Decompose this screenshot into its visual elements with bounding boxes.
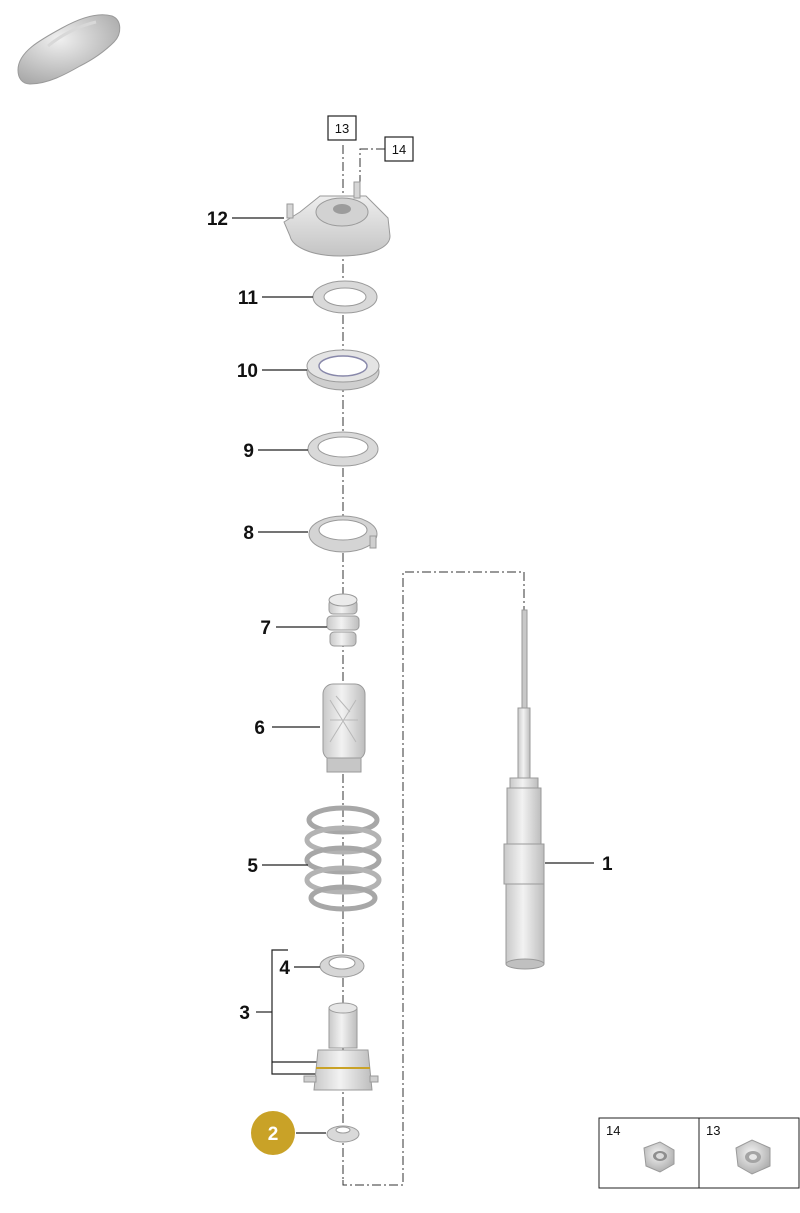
callout-3[interactable]: 3 — [239, 1003, 250, 1024]
bump-stop[interactable] — [326, 593, 360, 647]
callout-6[interactable]: 6 — [254, 718, 265, 739]
support-bearing[interactable] — [306, 349, 380, 391]
callout-2[interactable]: 2 — [251, 1111, 295, 1155]
nut-icon — [735, 1139, 771, 1175]
callout-7[interactable]: 7 — [260, 618, 271, 639]
callout-9[interactable]: 9 — [243, 441, 254, 462]
svg-text:2: 2 — [268, 1124, 279, 1145]
legend-label-14: 14 — [606, 1123, 620, 1138]
coil-spring[interactable] — [304, 805, 382, 912]
callout-4[interactable]: 4 — [279, 958, 290, 979]
callout-13[interactable]: 13 — [327, 115, 357, 141]
washer[interactable] — [312, 280, 378, 314]
car-silhouette-icon[interactable] — [17, 14, 121, 85]
link-14 — [359, 148, 385, 195]
spring-pad[interactable] — [308, 515, 378, 553]
lower-spring-ring[interactable] — [319, 954, 365, 978]
shock-absorber[interactable] — [503, 609, 545, 970]
fastener-legend: 14 13 — [598, 1117, 800, 1189]
callout-8[interactable]: 8 — [243, 523, 254, 544]
lower-spring-seat[interactable] — [303, 1002, 379, 1091]
lock-nut[interactable] — [326, 1125, 360, 1143]
svg-text:14: 14 — [392, 142, 406, 157]
protective-sleeve[interactable] — [322, 683, 366, 773]
callout-11[interactable]: 11 — [238, 288, 259, 309]
nut-icon — [643, 1141, 675, 1173]
callout-5[interactable]: 5 — [247, 856, 258, 877]
callout-10[interactable]: 10 — [237, 361, 258, 382]
assembly-path — [342, 571, 525, 1186]
callout-1[interactable]: 1 — [602, 854, 613, 875]
callout-12[interactable]: 12 — [207, 209, 228, 230]
strut-mount[interactable] — [283, 181, 391, 257]
svg-text:13: 13 — [335, 121, 349, 136]
spring-seat-ring[interactable] — [307, 431, 379, 467]
callout-14[interactable]: 14 — [384, 136, 414, 162]
legend-label-13: 13 — [706, 1123, 720, 1138]
